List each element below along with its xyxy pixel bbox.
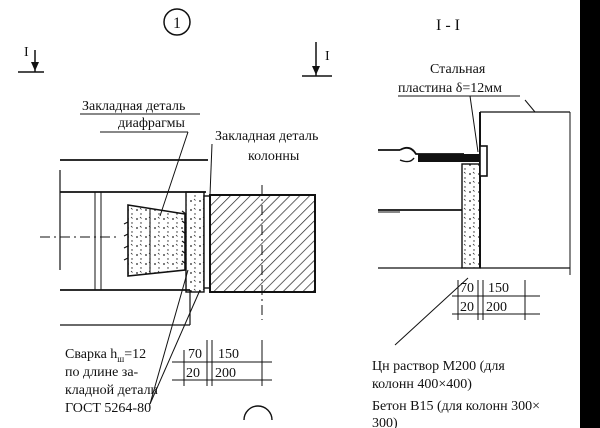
svg-text:диафрагмы: диафрагмы bbox=[118, 116, 186, 131]
svg-text:Закладная деталь: Закладная деталь bbox=[215, 129, 318, 144]
svg-text:кладной детали: кладной детали bbox=[65, 383, 159, 398]
section-marker-left-2: I bbox=[302, 42, 332, 77]
view-number: 1 bbox=[173, 15, 181, 32]
svg-text:I: I bbox=[325, 49, 330, 64]
svg-text:20: 20 bbox=[186, 366, 200, 381]
svg-text:20: 20 bbox=[460, 300, 474, 315]
section-view: I - I Стальная пластина δ=12мм bbox=[372, 17, 571, 428]
sheet-border bbox=[580, 0, 600, 428]
svg-text:по длине за-: по длине за- bbox=[65, 365, 139, 380]
svg-text:300): 300) bbox=[372, 416, 398, 428]
label-steel-plate: Стальная пластина δ=12мм bbox=[398, 62, 520, 153]
view-number-circle bbox=[163, 8, 191, 36]
mortar-joint bbox=[185, 191, 205, 293]
diaphragm-section bbox=[378, 146, 464, 269]
section-title: I - I bbox=[436, 17, 460, 34]
svg-text:колонны: колонны bbox=[248, 149, 300, 164]
label-embed-column: Закладная деталь колонны bbox=[209, 129, 318, 196]
svg-text:Бетон В15 (для колонн 300×: Бетон В15 (для колонн 300× bbox=[372, 399, 540, 414]
svg-text:Цн раствор М200 (для: Цн раствор М200 (для bbox=[372, 359, 505, 374]
view-circle-partial bbox=[243, 405, 273, 421]
mortar-fill bbox=[461, 163, 481, 269]
svg-text:Стальная: Стальная bbox=[430, 62, 486, 77]
svg-text:Закладная деталь: Закладная деталь bbox=[82, 99, 185, 114]
svg-text:70: 70 bbox=[188, 347, 202, 362]
svg-text:Сварка hш=12: Сварка hш=12 bbox=[65, 347, 146, 364]
column-elevation bbox=[479, 99, 571, 275]
svg-text:пластина δ=12мм: пластина δ=12мм bbox=[398, 81, 502, 96]
svg-text:I: I bbox=[24, 45, 29, 60]
weld-marks bbox=[123, 210, 187, 265]
dimension-block-right: 70 150 20 200 bbox=[452, 280, 540, 320]
diaphragm-beam bbox=[40, 159, 208, 326]
mortar-note: Цн раствор М200 (для колонн 400×400) Бет… bbox=[372, 359, 540, 428]
svg-text:колонн 400×400): колонн 400×400) bbox=[372, 377, 472, 392]
section-marker-left-1: I bbox=[18, 45, 44, 73]
plan-view: 1 I I bbox=[18, 8, 332, 421]
svg-text:200: 200 bbox=[215, 366, 236, 381]
diaphragm-embedded-part bbox=[127, 204, 186, 277]
svg-text:70: 70 bbox=[460, 281, 474, 296]
svg-text:200: 200 bbox=[486, 300, 507, 315]
weld-note: Сварка hш=12 по длине за- кладной детали… bbox=[65, 269, 201, 416]
label-embed-diaphragm: Закладная деталь диафрагмы bbox=[80, 99, 200, 217]
svg-text:ГОСТ 5264-80: ГОСТ 5264-80 bbox=[65, 401, 151, 416]
svg-text:150: 150 bbox=[488, 281, 509, 296]
column-embedded-plate-section bbox=[479, 145, 488, 177]
mortar-leader bbox=[394, 277, 469, 346]
svg-text:150: 150 bbox=[218, 347, 239, 362]
steel-plate bbox=[418, 154, 480, 162]
dimension-block-left: 70 150 20 200 bbox=[172, 340, 272, 386]
